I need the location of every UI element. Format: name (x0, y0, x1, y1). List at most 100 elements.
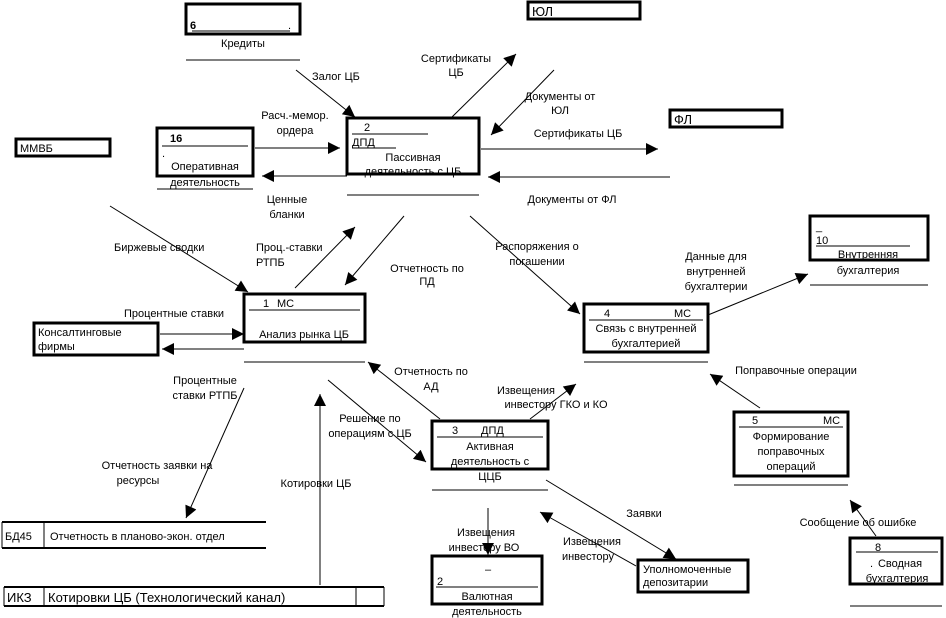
flow-soobsh-label: Сообщение об ошибке (800, 517, 917, 529)
entity-currency-label-1: Валютная (461, 591, 512, 603)
svg-text:.: . (870, 558, 873, 570)
flow-otch-pd-label-2: ПД (419, 276, 435, 288)
svg-text:.: . (288, 20, 291, 32)
flow-dannye-arrow (707, 273, 809, 316)
flow-proc-rtpb-label-1: Процентные (173, 375, 237, 387)
svg-text:–: – (485, 564, 492, 576)
flow-proc-stav-arrow (294, 226, 356, 289)
entity-summary-accounting-num: 8 (875, 542, 881, 554)
flow-izv-gko-label-1: Извещения (497, 385, 555, 397)
flow-dannye-label-1: Данные для (685, 251, 747, 263)
entity-currency-label-2: деятельность (452, 606, 522, 618)
entity-internal-accounting[interactable]: _ 10 Внутренняя бухгалтерия (808, 214, 930, 286)
flow-soobsh-arrow (849, 499, 877, 537)
flow-docs-yul-label-2: ЮЛ (551, 105, 569, 117)
entity-depositaries[interactable]: Уполномоченные депозитарии (636, 558, 750, 594)
process-3-label-3: ЦЦБ (478, 471, 502, 483)
process-2-passive[interactable]: 2 ДПД Пассивная деятельность с ЦБ (345, 116, 481, 196)
flow-birzh-arrow (109, 205, 249, 293)
flow-birzh-label: Биржевые сводки (114, 242, 204, 254)
process-3-num: 3 (452, 425, 458, 437)
entity-fl-label: ФЛ (674, 112, 692, 127)
entity-operational[interactable]: 16 . Оперативная деятельность (155, 126, 255, 190)
process-4-internal-link[interactable]: 4 МС Связь с внутренней бухгалтерией (582, 302, 710, 363)
entity-yul[interactable]: ЮЛ (526, 0, 642, 21)
entity-fl[interactable]: ФЛ (668, 108, 784, 129)
flow-docs-yul-label-1: Документы от (525, 91, 596, 103)
entity-yul-label: ЮЛ (532, 4, 553, 19)
flow-cert-cb-label-1: Сертификаты (421, 53, 491, 65)
flow-izv-gko-arrow (529, 383, 577, 420)
process-3-label-2: деятельность с (451, 456, 530, 468)
store-bd45[interactable]: БД45 Отчетность в планово-экон. отдел (1, 521, 266, 549)
process-3-code: ДПД (481, 425, 504, 437)
flow-cert-fl-label: Сертификаты ЦБ (534, 128, 623, 140)
flow-otch-pd-arrow (344, 215, 405, 286)
entity-summary-accounting-label-2: бухгалтерия (866, 573, 929, 585)
entity-consulting[interactable]: Консалтинговые фирмы (32, 321, 160, 357)
process-2-label-2: деятельность с ЦБ (365, 166, 462, 178)
store-bd45-label: Отчетность в планово-экон. отдел (50, 531, 225, 543)
flow-labels: Залог ЦБ Сертификаты ЦБ Документы от ЮЛ … (102, 53, 917, 563)
store-ik3-label: Котировки ЦБ (Технологический канал) (48, 590, 285, 605)
flow-proc-stav-label-2: РТПБ (256, 257, 285, 269)
process-5-label-1: Формирование (753, 431, 830, 443)
flow-blanks-label-2: бланки (269, 209, 304, 221)
entity-depositaries-label-1: Уполномоченные (643, 564, 731, 576)
svg-text:.: . (162, 148, 165, 160)
store-ik3[interactable]: ИКЗ Котировки ЦБ (Технологический канал) (3, 586, 385, 607)
entity-internal-accounting-num: 10 (816, 235, 828, 247)
flow-reshenie-arrow (327, 379, 427, 463)
flow-otch-ad-label-1: Отчетность по (394, 366, 468, 378)
flow-izv-inv-label-2: инвестору (562, 551, 615, 563)
flow-proc-stav-label-1: Проц.-ставки (256, 242, 323, 254)
entity-consulting-label-1: Консалтинговые (38, 327, 122, 339)
entity-summary-accounting-label-1: Сводная (878, 558, 922, 570)
entity-internal-accounting-label-2: бухгалтерия (837, 265, 900, 277)
entity-operational-label-2: деятельность (170, 177, 240, 189)
flow-rasch-label-2: ордера (277, 125, 315, 137)
flow-kotirovki-label: Котировки ЦБ (281, 478, 352, 490)
flow-docs-fl-label: Документы от ФЛ (528, 194, 617, 206)
process-5-code: МС (823, 415, 840, 427)
flow-zayavki-label: Заявки (626, 508, 662, 520)
process-5-corrections[interactable]: 5 МС Формирование поправочных операций (732, 410, 850, 486)
flow-popravochnye-arrow (709, 373, 761, 409)
flow-izv-inv-label-1: Извещения (563, 536, 621, 548)
flow-dannye-label-2: внутренней (686, 266, 745, 278)
process-2-code: ДПД (352, 137, 375, 149)
process-4-code: МС (674, 308, 691, 320)
entity-credits-num: 6 (190, 20, 196, 32)
process-1-market-analysis[interactable]: 1 МС Анализ рынка ЦБ (242, 292, 367, 363)
flow-otch-zayavki-label-1: Отчетность заявки на (102, 460, 214, 472)
entity-mmvb[interactable]: ММВБ (14, 137, 112, 158)
entity-currency-num: 2 (437, 576, 443, 588)
flow-otch-ad-arrow (367, 361, 441, 420)
entity-summary-accounting[interactable]: 8 . Сводная бухгалтерия (848, 536, 944, 607)
process-1-label: Анализ рынка ЦБ (259, 329, 349, 341)
flow-otch-zayavki-arrow (185, 387, 245, 519)
entity-depositaries-label-2: депозитарии (643, 577, 708, 589)
process-2-num: 2 (364, 122, 370, 134)
flow-popravochnye-label: Поправочные операции (735, 365, 857, 377)
entity-currency[interactable]: – 2 Валютная деятельность (430, 554, 544, 618)
flow-rasp-label-2: погашении (509, 256, 564, 268)
flow-docs-yul-arrow (490, 69, 555, 136)
flow-otch-zayavki-label-2: ресурсы (117, 475, 160, 487)
store-ik3-id: ИКЗ (7, 590, 32, 605)
entity-operational-num: 16 (170, 133, 182, 145)
entity-credits[interactable]: 6 . Кредиты (184, 2, 302, 61)
flow-cert-cb-label-2: ЦБ (448, 67, 463, 79)
flow-izv-inv-arrow (539, 511, 637, 567)
entity-credits-label: Кредиты (221, 38, 265, 50)
flow-rasp-arrow (469, 215, 581, 315)
flow-zalog-label: Залог ЦБ (312, 71, 360, 83)
process-3-active[interactable]: 3 ДПД Активная деятельность с ЦЦБ (430, 419, 550, 491)
flow-otch-ad-label-2: АД (423, 381, 439, 393)
process-4-num: 4 (604, 308, 610, 320)
flow-cert-cb-arrow (451, 53, 517, 118)
process-5-label-3: операций (766, 461, 815, 473)
process-3-label-1: Активная (466, 441, 513, 453)
flow-proc-rtpb-label-2: ставки РТПБ (172, 390, 237, 402)
flow-otch-pd-label-1: Отчетность по (390, 263, 464, 275)
